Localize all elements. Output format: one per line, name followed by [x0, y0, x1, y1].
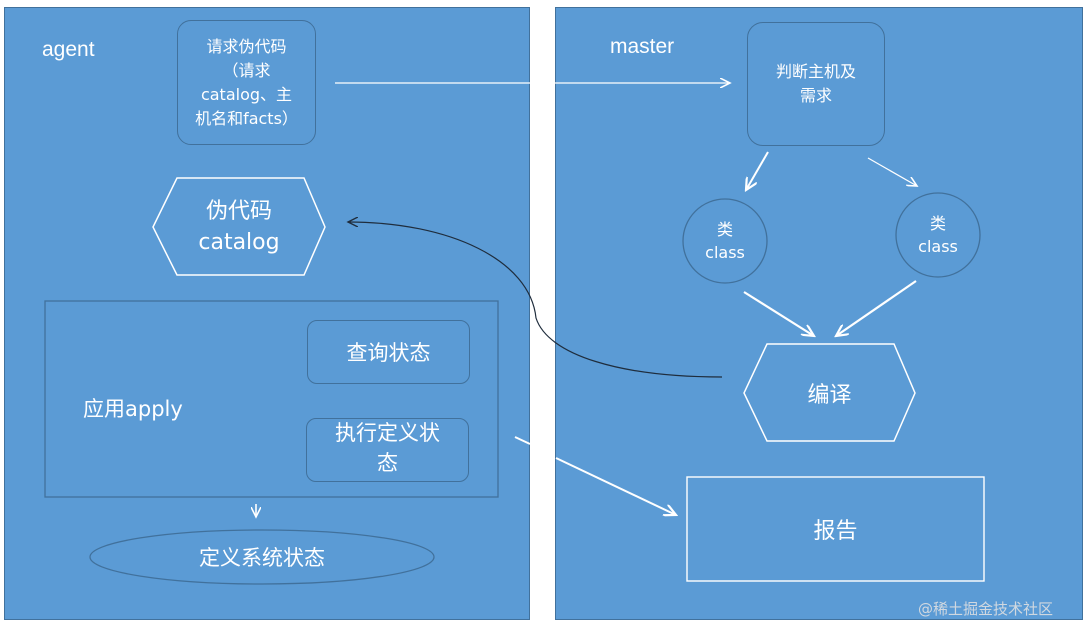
request-box: [177, 20, 316, 145]
catalog-line-2: catalog: [198, 229, 280, 255]
catalog-line-1: 伪代码: [205, 198, 272, 224]
class-right-text: 类 class: [896, 193, 980, 277]
watermark-text: @稀土掘金技术社区: [918, 600, 1054, 618]
report-box: [686, 476, 985, 582]
exec-line-2: 态: [377, 451, 398, 475]
request-line-3: catalog、主: [200, 84, 293, 104]
agent-title: agent: [42, 38, 95, 61]
request-box-text: 请求伪代码 （请求 catalog、主 机名和facts）: [177, 20, 316, 145]
arrow-judge-to-class-left: [746, 151, 769, 190]
define-state-text: 定义系统状态: [199, 546, 325, 570]
class-right-line-2: class: [918, 237, 958, 256]
report-text: 报告: [813, 519, 858, 544]
class-circle-left: [682, 198, 768, 284]
arrow-apply-to-report-a: [514, 436, 531, 445]
catalog-hexagon: [152, 177, 326, 276]
catalog-hexagon-text: 伪代码 catalog: [153, 178, 325, 275]
judge-box: [747, 22, 885, 146]
compile-hexagon: [743, 343, 916, 442]
arrow-judge-to-class-right: [867, 157, 917, 186]
arrow-class-left-to-compile: [743, 291, 814, 336]
judge-line-1: 判断主机及: [775, 62, 856, 81]
master-title: master: [610, 35, 675, 58]
arrow-compile-to-catalog: [348, 222, 723, 378]
request-line-2: （请求: [222, 60, 271, 80]
exec-state-text: 执行定义状 态: [306, 416, 469, 480]
arrow-apply-to-report-b: [555, 457, 676, 515]
define-state-ellipse: [89, 529, 435, 585]
judge-line-2: 需求: [799, 86, 832, 105]
query-state-box: [307, 320, 470, 384]
class-left-line-2: class: [705, 243, 745, 262]
class-circle-right: [895, 192, 981, 278]
class-left-text: 类 class: [683, 199, 767, 283]
compile-text: 编译: [807, 382, 852, 408]
arrow-class-right-to-compile: [836, 280, 917, 336]
query-state-text: 查询状态: [346, 341, 431, 365]
apply-container: [44, 300, 499, 498]
class-right-line-1: 类: [929, 214, 946, 233]
request-line-4: 机名和facts）: [195, 108, 298, 128]
class-left-line-1: 类: [716, 220, 733, 239]
exec-line-1: 执行定义状: [335, 421, 440, 445]
apply-label: 应用apply: [83, 397, 183, 421]
request-line-1: 请求伪代码: [206, 36, 287, 56]
judge-box-text: 判断主机及 需求: [747, 22, 885, 146]
exec-state-box: [306, 418, 469, 482]
